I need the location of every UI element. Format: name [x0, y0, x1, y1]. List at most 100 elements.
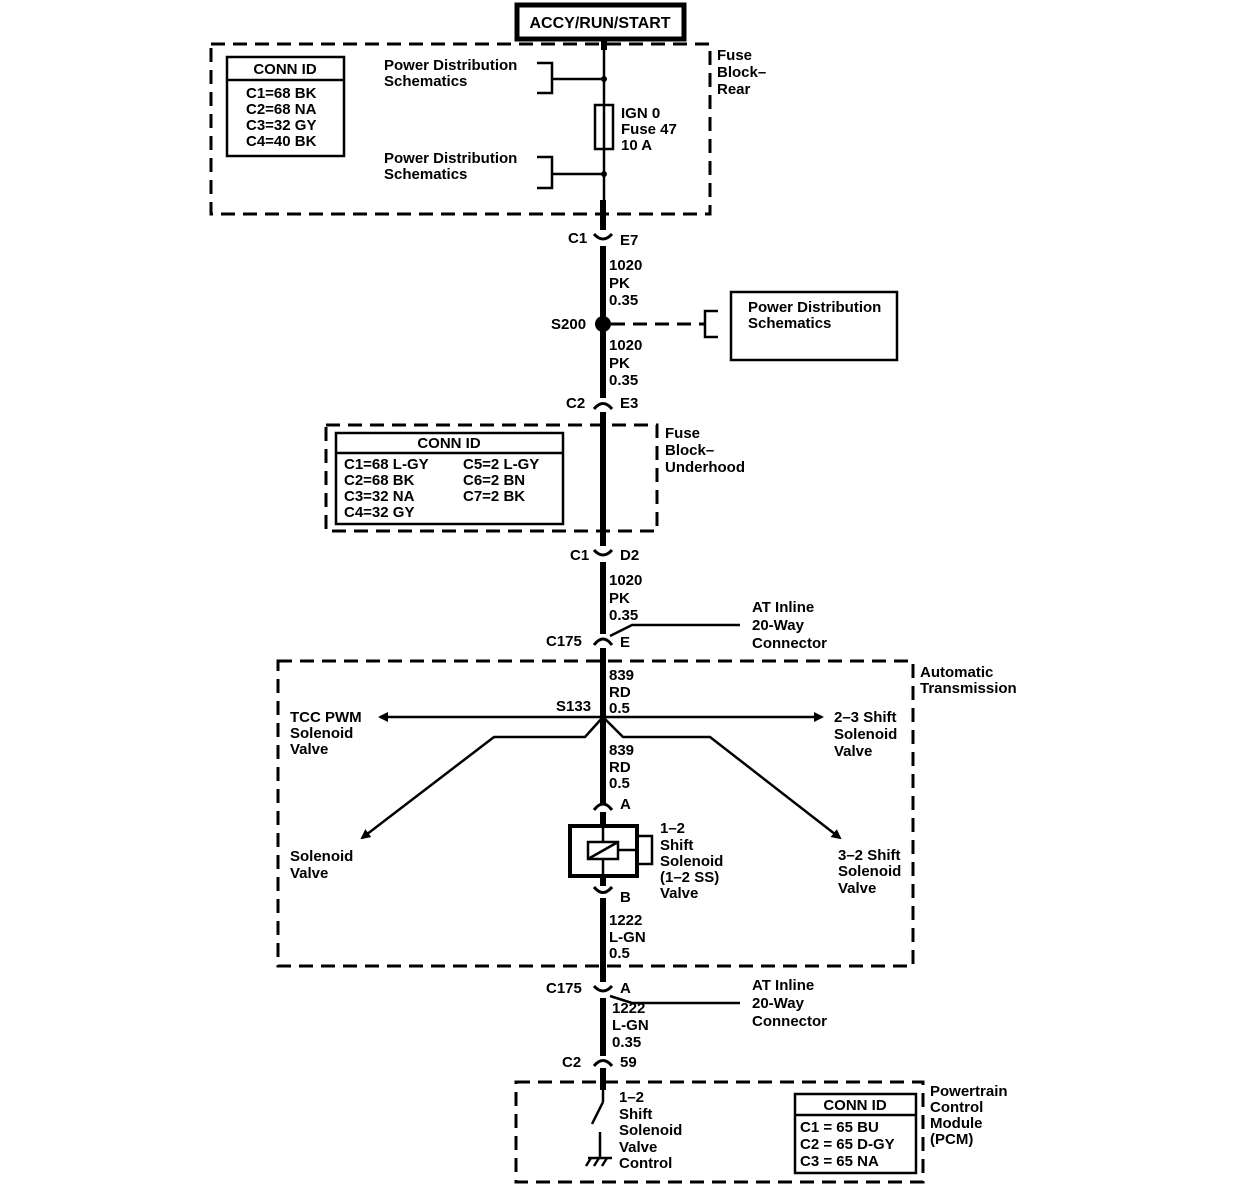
connector-e-label: E: [620, 634, 630, 651]
pcm-control-text: Solenoid: [619, 1122, 682, 1139]
pcm-conn-id-table: CONN ID C1 = 65 BU C2 = 65 D-GY C3 = 65 …: [793, 1092, 918, 1175]
shift-32-label: Valve: [838, 880, 876, 897]
power-dist-2-line-2: Schematics: [384, 166, 467, 183]
splice-s200-label: S200: [551, 316, 586, 333]
wire-label: RD: [609, 759, 631, 776]
pcm-conn-id-header: CONN ID: [823, 1097, 887, 1114]
power-dist-ref-2: Power Distribution Schematics: [384, 150, 607, 190]
underhood-label-2: Block–: [665, 442, 714, 459]
tcc-pwm-solenoid-label: TCC PWM Solenoid Valve: [290, 709, 362, 758]
at-inline-1-label: AT Inline: [752, 599, 814, 616]
underhood-conn-id-row: C6=2 BN: [463, 472, 525, 489]
wire-label: RD: [609, 684, 631, 701]
underhood-conn-id-row: C5=2 L-GY: [463, 456, 539, 473]
pcm-conn-id-row: C2 = 65 D-GY: [800, 1136, 895, 1153]
pcm-label: Module: [930, 1115, 983, 1132]
wire-839-rd-b: 839 RD 0.5: [609, 742, 634, 792]
solenoid-valve-label: Solenoid Valve: [290, 848, 353, 882]
shift-12-label: 1–2: [660, 820, 685, 837]
at-inline-1-label: 20-Way: [752, 617, 805, 634]
underhood-conn-id-row: C3=32 NA: [344, 488, 415, 505]
rear-conn-id-table: CONN ID C1=68 BK C2=68 NA C3=32 GY C4=40…: [225, 55, 346, 158]
power-dist-ref-3: Power Distribution Schematics: [729, 290, 899, 362]
pin-b: B: [592, 885, 631, 906]
fuse-block-rear-label-1: Fuse: [717, 47, 752, 64]
connector-e7-label: E7: [620, 232, 638, 249]
fuse-block-rear-label-3: Rear: [717, 81, 751, 98]
underhood-conn-id-table: CONN ID C1=68 L-GY C2=68 BK C3=32 NA C4=…: [334, 431, 565, 526]
pcm-control-text: Shift: [619, 1106, 652, 1123]
wire-label: 1020: [609, 572, 642, 589]
automatic-transmission: Automatic Transmission: [276, 659, 1017, 968]
shift-23-label: Valve: [834, 743, 872, 760]
pin-b-label: B: [620, 889, 631, 906]
shift-1-2-solenoid: 1–2 Shift Solenoid (1–2 SS) Valve: [568, 820, 723, 902]
connector-e3-label: E3: [620, 395, 638, 412]
pcm-conn-id-row: C3 = 65 NA: [800, 1153, 879, 1170]
underhood-conn-id-row: C2=68 BK: [344, 472, 415, 489]
pin-a-label: A: [620, 796, 631, 813]
shift-3-2-solenoid-label: 3–2 Shift Solenoid Valve: [838, 847, 901, 897]
wire-label: 1222: [609, 912, 642, 929]
connector-c175-a: C175 A: [546, 980, 740, 1005]
at-inline-connector-2: AT Inline 20-Way Connector: [752, 977, 827, 1030]
wire-label: 839: [609, 742, 634, 759]
splice-s133-label: S133: [556, 698, 591, 715]
power-dist-3-line-2: Schematics: [748, 315, 831, 332]
shift-32-label: Solenoid: [838, 863, 901, 880]
connector-c1-label: C1: [568, 230, 587, 247]
at-inline-1-label: Connector: [752, 635, 827, 652]
ground-switch-icon: [584, 1090, 612, 1167]
connector-c175-label: C175: [546, 633, 582, 650]
pcm-module: Powertrain Control Module (PCM) CONN ID …: [514, 1080, 1008, 1184]
wire-label: 1020: [609, 257, 642, 274]
at-inline-2-label: AT Inline: [752, 977, 814, 994]
wire-1020-pk-b: 1020 PK 0.35: [609, 337, 642, 389]
connector-c1-d2: C1 D2: [570, 547, 639, 564]
solenoid-valve-text: Solenoid: [290, 848, 353, 865]
fuse-block-rear-label-2: Block–: [717, 64, 766, 81]
wire-label: L-GN: [609, 929, 646, 946]
wire-1020-pk-c: 1020 PK 0.35: [609, 572, 642, 624]
connector-59-label: 59: [620, 1054, 637, 1071]
pcm-control-text: 1–2: [619, 1089, 644, 1106]
power-dist-1-line-2: Schematics: [384, 73, 467, 90]
wire-label: 0.35: [612, 1034, 641, 1051]
connector-c2-label: C2: [566, 395, 585, 412]
connector-c2-59: C2 59: [562, 1054, 637, 1071]
tcc-pwm-label: Solenoid: [290, 725, 353, 742]
fuse-label-1: IGN 0: [621, 105, 660, 122]
power-dist-3-line-1: Power Distribution: [748, 299, 881, 316]
splice-s133: S133: [360, 698, 842, 840]
shift-32-label: 3–2 Shift: [838, 847, 901, 864]
wire-label: PK: [609, 355, 630, 372]
underhood-conn-id-row: C1=68 L-GY: [344, 456, 429, 473]
shift-23-label: 2–3 Shift: [834, 709, 897, 726]
connector-d2-label: D2: [620, 547, 639, 564]
fuse-block-underhood: Fuse Block– Underhood CONN ID C1=68 L-GY…: [324, 423, 745, 533]
connector-c2-label: C2: [562, 1054, 581, 1071]
power-dist-1-line-1: Power Distribution: [384, 57, 517, 74]
transmission-label-2: Transmission: [920, 680, 1017, 697]
shift-12-label: (1–2 SS): [660, 869, 719, 886]
rear-conn-id-header: CONN ID: [253, 61, 317, 78]
wire-label: 0.35: [609, 292, 638, 309]
wire-label: 0.5: [609, 945, 630, 962]
wire-label: 0.5: [609, 700, 630, 717]
rear-conn-id-row: C1=68 BK: [246, 85, 317, 102]
pcm-label: (PCM): [930, 1131, 973, 1148]
connector-a-label: A: [620, 980, 631, 997]
pin-a: A: [592, 796, 631, 813]
underhood-conn-id-header: CONN ID: [417, 435, 481, 452]
wire-label: PK: [609, 275, 630, 292]
tcc-pwm-label: TCC PWM: [290, 709, 362, 726]
pcm-control-text: Control: [619, 1155, 672, 1172]
underhood-conn-id-row: C4=32 GY: [344, 504, 414, 521]
at-inline-connector-1: AT Inline 20-Way Connector: [752, 599, 827, 652]
solenoid-valve-text: Valve: [290, 865, 328, 882]
fuse-block-rear: Fuse Block– Rear CONN ID C1=68 BK C2=68 …: [209, 42, 766, 216]
wire-label: 0.35: [609, 607, 638, 624]
shift-2-3-solenoid-label: 2–3 Shift Solenoid Valve: [834, 709, 897, 760]
connector-c175-label: C175: [546, 980, 582, 997]
pcm-control-text: Valve: [619, 1139, 657, 1156]
